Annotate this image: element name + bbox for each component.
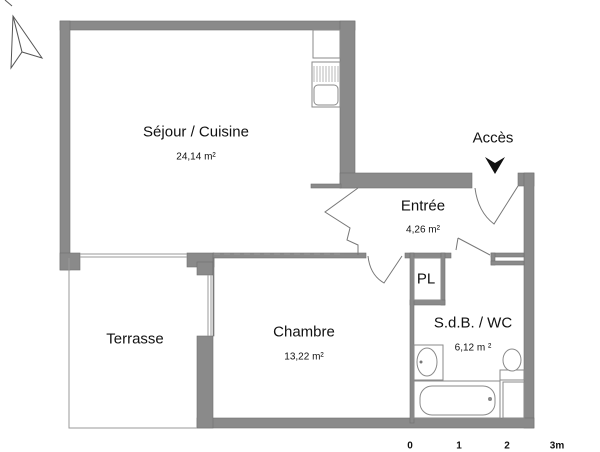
doors bbox=[324, 185, 519, 284]
room-name-sdb-wc: S.d.B. / WC bbox=[433, 314, 513, 332]
room-name-pl: PL bbox=[416, 270, 436, 288]
access-label: Accès bbox=[472, 129, 514, 147]
kitchen-fixtures bbox=[311, 29, 341, 108]
storage-closet bbox=[413, 257, 442, 301]
scale-label-1: 1 bbox=[456, 440, 462, 452]
access-arrow-icon bbox=[485, 157, 505, 174]
bathroom-fixtures bbox=[413, 344, 525, 419]
room-name-chambre: Chambre bbox=[273, 323, 335, 341]
scale-label-2: 2 bbox=[504, 440, 510, 452]
room-name-sejour-cuisine: Séjour / Cuisine bbox=[143, 123, 249, 141]
room-name-entree: Entrée bbox=[400, 197, 446, 215]
walls bbox=[59, 20, 535, 429]
room-area-entree: 4,26 m² bbox=[406, 224, 440, 236]
room-area-sdb-wc: 6,12 m ² bbox=[454, 342, 492, 354]
room-area-sejour-cuisine: 24,14 m² bbox=[176, 151, 216, 163]
scale-label-0: 0 bbox=[407, 440, 413, 452]
scale-label-3m: 3m bbox=[549, 440, 565, 452]
north-arrow-icon bbox=[4, 0, 44, 70]
room-area-chambre: 13,22 m² bbox=[284, 351, 324, 363]
room-name-terrasse: Terrasse bbox=[106, 330, 164, 348]
terrace-outline bbox=[68, 253, 340, 429]
